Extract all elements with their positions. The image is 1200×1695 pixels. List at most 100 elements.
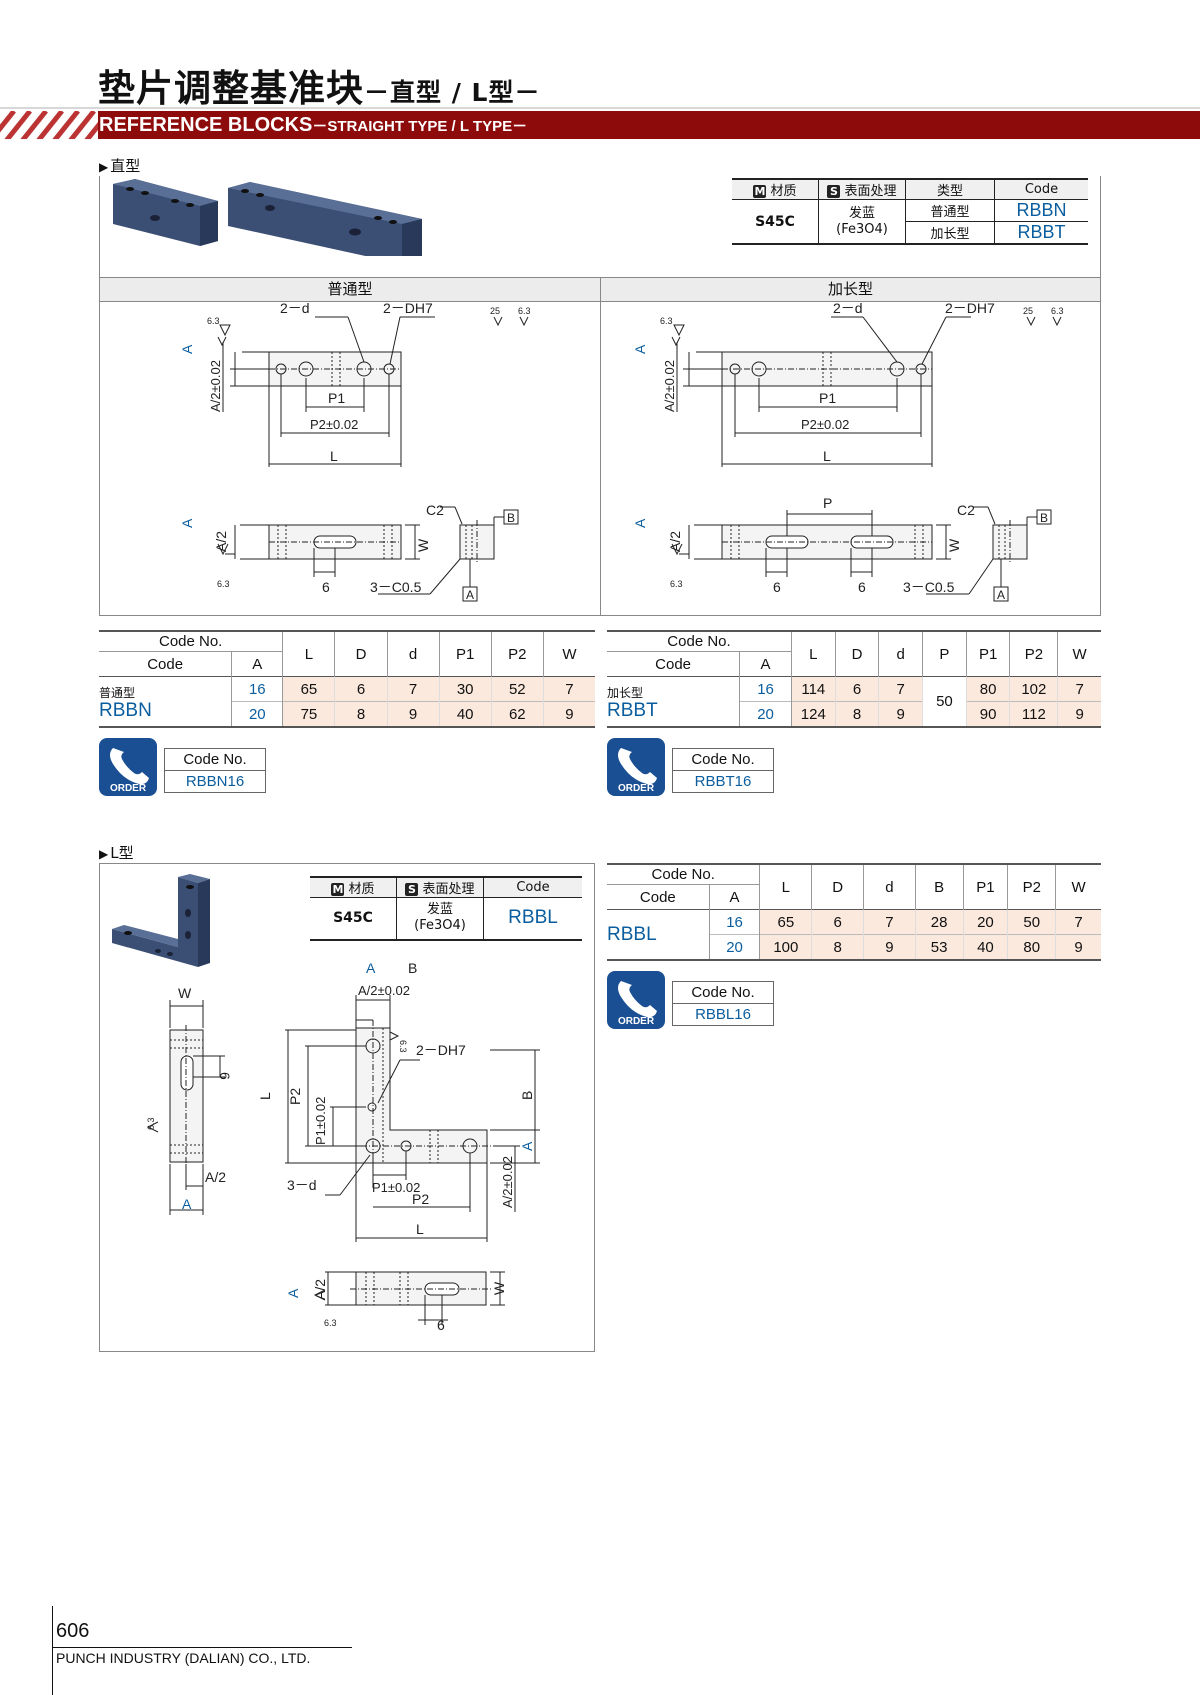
svg-text:P2±0.02: P2±0.02 [310,417,358,432]
surface-value: 发蓝(Fe3O4) [396,897,484,940]
english-title: REFERENCE BLOCKS－STRAIGHT TYPE / L TYPE－ [99,114,528,136]
banner-stripes [0,111,98,139]
svg-text:W: W [178,985,192,1001]
order-icon[interactable]: ORDER [607,971,665,1029]
svg-text:P1: P1 [819,390,836,406]
svg-text:A/2: A/2 [213,531,229,552]
svg-text:A/2: A/2 [312,1279,328,1300]
title-banner [0,111,1200,139]
svg-text:A/2: A/2 [667,531,683,552]
svg-text:L: L [823,448,831,464]
code-rbbt: RBBT [1017,222,1066,242]
panel-title-long: 加长型 [601,278,1100,302]
svg-text:A/2±0.02: A/2±0.02 [208,360,223,412]
svg-text:P1±0.02: P1±0.02 [372,1180,420,1195]
svg-text:C2: C2 [426,502,444,518]
material-icon: M [753,185,767,198]
svg-text:6: 6 [437,1317,445,1333]
svg-text:P2: P2 [412,1191,429,1207]
code-rbbn: RBBN [1016,200,1067,220]
svg-text:6.3: 6.3 [670,579,683,589]
svg-text:6.3: 6.3 [518,306,531,316]
svg-text:L: L [416,1221,424,1237]
svg-text:P2: P2 [287,1088,303,1105]
svg-text:2－DH7: 2－DH7 [383,302,433,316]
svg-text:3－C0.5: 3－C0.5 [903,579,955,595]
svg-text:W: W [946,538,962,552]
svg-text:A: A [179,518,195,528]
code-rbbl: RBBL [508,907,558,929]
p-shared-value: 50 [922,676,967,727]
drawing-rbbl: W 6 A/2 A 6.3 A B A/2±0.02 6.3 2－DH7 L P… [100,950,594,1350]
svg-text:2－DH7: 2－DH7 [945,302,995,316]
svg-text:A: A [519,1141,535,1151]
material-icon: M [331,883,345,896]
footer-rule [52,1647,352,1648]
svg-text:6.3: 6.3 [398,1040,408,1053]
order-code-box: Code No. RBBN16 [164,748,266,793]
svg-text:2－DH7: 2－DH7 [416,1042,466,1058]
svg-text:ORDER: ORDER [110,783,147,794]
svg-text:A: A [997,588,1005,602]
svg-text:6.3: 6.3 [146,1117,156,1130]
svg-text:A: A [285,1288,301,1298]
company-name: PUNCH INDUSTRY (DALIAN) CO., LTD. [56,1650,311,1666]
svg-text:B: B [1040,511,1048,525]
svg-text:A: A [366,960,376,976]
page-title: 垫片调整基准块－直型 / L型－ [98,67,541,110]
surface-icon: S [827,185,841,198]
svg-text:6.3: 6.3 [217,579,230,589]
rbbn-code: RBBN [99,699,152,721]
svg-text:6: 6 [858,579,866,595]
svg-text:B: B [408,960,417,976]
svg-text:3－C0.5: 3－C0.5 [370,579,422,595]
svg-text:A: A [632,344,648,354]
header-rule [0,107,1200,109]
svg-text:3－d: 3－d [287,1177,317,1193]
svg-text:A/2±0.02: A/2±0.02 [662,360,677,412]
svg-text:W: W [415,538,431,552]
svg-text:A: A [466,588,474,602]
svg-text:ORDER: ORDER [618,1016,655,1027]
drawing-rbbn: 2－d 2－DH7 P1 P2±0.02 L A A/2±0.02 6.3 C2… [100,300,600,614]
svg-text:A: A [179,344,195,354]
order-code-value[interactable]: RBBN16 [165,770,265,792]
straight-product-image [110,176,425,264]
svg-text:6: 6 [773,579,781,595]
svg-text:A/2±0.02: A/2±0.02 [358,983,410,998]
ltype-product-image [108,873,238,973]
svg-text:2－d: 2－d [280,302,310,316]
table-rbbl: Code No. L D d B P1 P2 W Code A RBBL 16 … [607,863,1101,961]
order-icon[interactable]: ORDER [99,738,157,796]
svg-text:A/2±0.02: A/2±0.02 [500,1156,515,1208]
svg-text:ORDER: ORDER [618,783,655,794]
page-number: 606 [56,1620,90,1642]
page-subtitle: －直型 / L型－ [364,78,541,107]
svg-text:B: B [519,1091,535,1100]
rbbl-code: RBBL [607,909,710,960]
material-value: S45C [310,897,397,940]
svg-text:6.3: 6.3 [1051,306,1064,316]
ltype-frame [99,863,595,1352]
panel-divider [600,278,601,616]
order-code-value[interactable]: RBBT16 [673,770,773,792]
svg-text:6.3: 6.3 [324,1318,337,1328]
order-code-value[interactable]: RBBL16 [673,1003,773,1025]
svg-text:W: W [491,1281,507,1295]
panel-title-normal: 普通型 [100,278,600,302]
svg-text:A: A [632,518,648,528]
svg-text:25: 25 [1023,306,1033,316]
triangle-icon: ▶ [99,847,109,861]
svg-text:A/2: A/2 [205,1169,226,1185]
svg-text:L: L [257,1092,273,1100]
svg-text:L: L [330,448,338,464]
svg-text:6.3: 6.3 [207,316,220,326]
footer-rule-vertical [52,1606,53,1695]
svg-text:6: 6 [322,579,330,595]
order-icon[interactable]: ORDER [607,738,665,796]
svg-text:6.3: 6.3 [660,316,673,326]
